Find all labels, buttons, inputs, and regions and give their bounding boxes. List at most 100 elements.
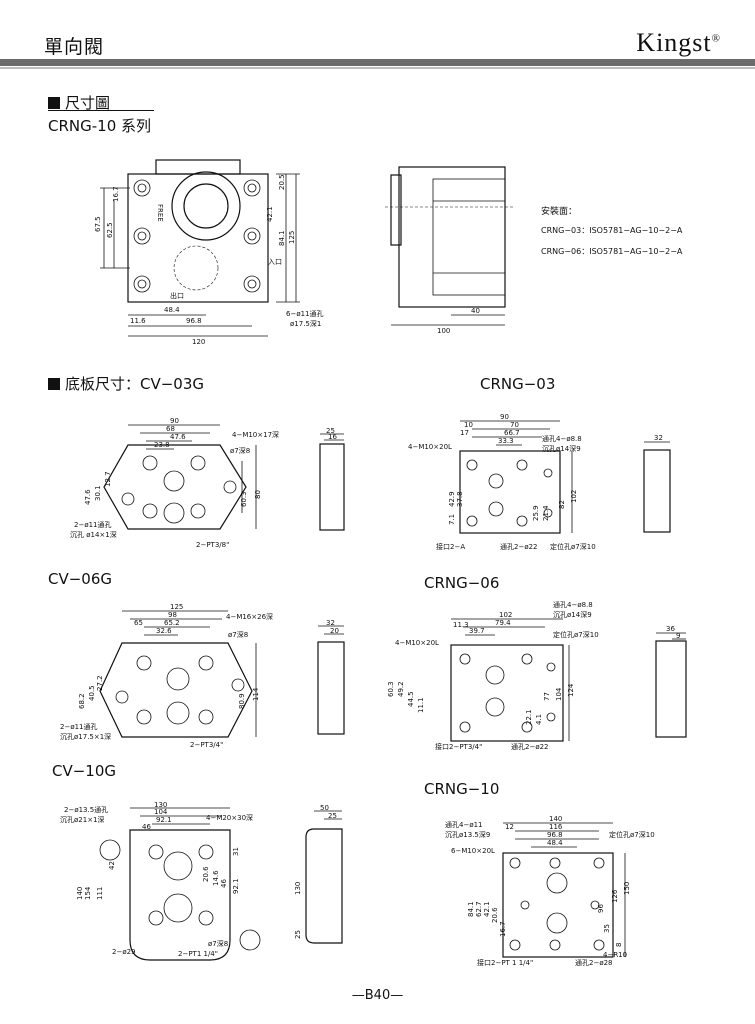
cv10-side: 50 25 130 25 <box>294 804 343 944</box>
section-title-subplate: 底板尺寸：CV−03G <box>48 373 204 394</box>
svg-text:32: 32 <box>654 434 663 442</box>
svg-text:67.5: 67.5 <box>94 216 102 232</box>
svg-text:2−ø11通孔: 2−ø11通孔 <box>74 520 112 529</box>
svg-text:32.6: 32.6 <box>156 627 172 635</box>
svg-text:2−ø29: 2−ø29 <box>112 948 136 956</box>
svg-text:49.2: 49.2 <box>397 681 405 697</box>
svg-text:11.1: 11.1 <box>417 697 425 713</box>
svg-text:140: 140 <box>549 815 562 823</box>
svg-text:36: 36 <box>666 625 675 633</box>
svg-text:66.7: 66.7 <box>504 429 520 437</box>
cv06-side: 32 20 <box>317 619 345 735</box>
svg-text:20.5: 20.5 <box>278 174 286 190</box>
svg-text:90: 90 <box>170 417 179 425</box>
svg-text:98: 98 <box>168 611 177 619</box>
svg-text:116: 116 <box>549 823 563 831</box>
svg-text:46: 46 <box>220 879 228 888</box>
svg-text:92.1: 92.1 <box>156 816 172 824</box>
svg-text:25.9: 25.9 <box>532 505 540 521</box>
section-underline <box>48 110 154 111</box>
svg-text:ø7深8: ø7深8 <box>208 939 228 948</box>
svg-text:102: 102 <box>570 490 578 503</box>
crng03-side: 32 <box>643 434 671 533</box>
valve-top-boss <box>155 159 241 175</box>
cv10-drawing: 130 104 92.1 46 140 154 111 42 20.6 14.6… <box>60 801 261 961</box>
svg-text:96: 96 <box>597 904 605 913</box>
svg-text:130: 130 <box>154 801 167 809</box>
svg-text:48.4: 48.4 <box>164 306 180 314</box>
svg-text:22.1: 22.1 <box>525 709 533 725</box>
cv06-title: CV−06G <box>48 570 113 588</box>
svg-text:7.1: 7.1 <box>448 514 456 525</box>
svg-text:通孔4−ø8.8: 通孔4−ø8.8 <box>553 600 593 609</box>
svg-text:120: 120 <box>192 338 205 346</box>
cv03-side: 25 16 <box>319 427 345 531</box>
svg-text:25: 25 <box>326 427 335 435</box>
svg-text:沉孔ø17.5×1深: 沉孔ø17.5×1深 <box>60 732 111 741</box>
svg-text:11.6: 11.6 <box>130 317 146 325</box>
cv10-title: CV−10G <box>52 762 117 780</box>
crng03-title: CRNG−03 <box>480 375 556 393</box>
svg-text:4−M10×20L: 4−M10×20L <box>408 443 452 451</box>
section-title-dimensions: 尺寸圖 <box>48 92 110 113</box>
svg-text:入口: 入口 <box>268 258 282 266</box>
cv03-body <box>103 444 247 530</box>
svg-text:39.7: 39.7 <box>469 627 485 635</box>
svg-text:84.1: 84.1 <box>467 901 475 917</box>
svg-text:2−PT1 1/4": 2−PT1 1/4" <box>178 950 218 958</box>
svg-text:通孔2−ø28: 通孔2−ø28 <box>575 958 613 967</box>
svg-text:接口2−A: 接口2−A <box>436 542 465 551</box>
svg-text:47.6: 47.6 <box>170 433 186 441</box>
svg-text:111: 111 <box>96 887 104 900</box>
svg-text:65.2: 65.2 <box>164 619 180 627</box>
svg-text:2−ø11通孔: 2−ø11通孔 <box>60 722 98 731</box>
svg-text:沉孔ø21×1深: 沉孔ø21×1深 <box>60 815 105 824</box>
svg-text:4−M16×26深: 4−M16×26深 <box>226 612 273 621</box>
svg-text:104: 104 <box>154 808 168 816</box>
cv03-drawing: 90 68 47.6 23.8 47.6 30.1 12.7 60.3 80 4… <box>70 417 279 549</box>
svg-text:30.1: 30.1 <box>94 485 102 501</box>
valve-bore-inner <box>183 183 229 229</box>
svg-text:2−PT3/4": 2−PT3/4" <box>190 741 223 749</box>
crng10-title: CRNG−10 <box>424 780 500 798</box>
svg-text:84.1: 84.1 <box>278 230 286 246</box>
svg-text:通孔2−ø22: 通孔2−ø22 <box>500 542 538 551</box>
svg-text:14.6: 14.6 <box>212 870 220 886</box>
valve-side-drawing: 40 100 <box>385 166 515 335</box>
svg-text:68: 68 <box>166 425 175 433</box>
svg-text:80.9: 80.9 <box>238 693 246 709</box>
svg-text:接口2−PT 1 1/4": 接口2−PT 1 1/4" <box>477 958 533 967</box>
svg-text:60.3: 60.3 <box>240 491 248 507</box>
crng03-drawing: 90 70 10 66.7 17 33.3 42.9 37.8 7.1 82 1… <box>408 413 596 551</box>
svg-text:77: 77 <box>543 692 551 701</box>
series-title: CRNG-10 系列 <box>48 117 152 135</box>
svg-text:44.5: 44.5 <box>407 691 415 707</box>
svg-text:80: 80 <box>254 490 262 499</box>
svg-text:ø7深8: ø7深8 <box>228 630 248 639</box>
svg-text:42.9: 42.9 <box>448 491 456 507</box>
svg-text:96.8: 96.8 <box>547 831 563 839</box>
svg-text:60.3: 60.3 <box>387 681 395 697</box>
svg-text:40.5: 40.5 <box>88 685 96 701</box>
outlet-port <box>173 245 219 291</box>
page-header-title: 單向閥 <box>44 36 105 58</box>
svg-text:42: 42 <box>108 861 116 870</box>
svg-text:140: 140 <box>76 887 84 900</box>
svg-text:2−ø13.5通孔: 2−ø13.5通孔 <box>64 805 108 814</box>
svg-text:12: 12 <box>505 823 514 831</box>
svg-text:定位孔ø7深10: 定位孔ø7深10 <box>553 630 599 639</box>
svg-text:124: 124 <box>567 683 575 697</box>
svg-text:37.8: 37.8 <box>456 491 464 507</box>
svg-text:沉孔ø14深9: 沉孔ø14深9 <box>553 610 592 619</box>
svg-text:20.6: 20.6 <box>491 907 499 923</box>
crng03-body <box>459 450 561 534</box>
svg-text:定位孔ø7深10: 定位孔ø7深10 <box>609 830 655 839</box>
svg-text:ø17.5深1: ø17.5深1 <box>290 319 321 328</box>
svg-text:9: 9 <box>676 632 680 640</box>
cv10-body <box>129 829 231 961</box>
svg-text:27.2: 27.2 <box>96 675 104 691</box>
svg-text:8: 8 <box>615 943 623 947</box>
svg-text:35: 35 <box>603 924 611 933</box>
page-number: —B40— <box>351 988 404 1003</box>
svg-text:62.7: 62.7 <box>475 901 483 917</box>
